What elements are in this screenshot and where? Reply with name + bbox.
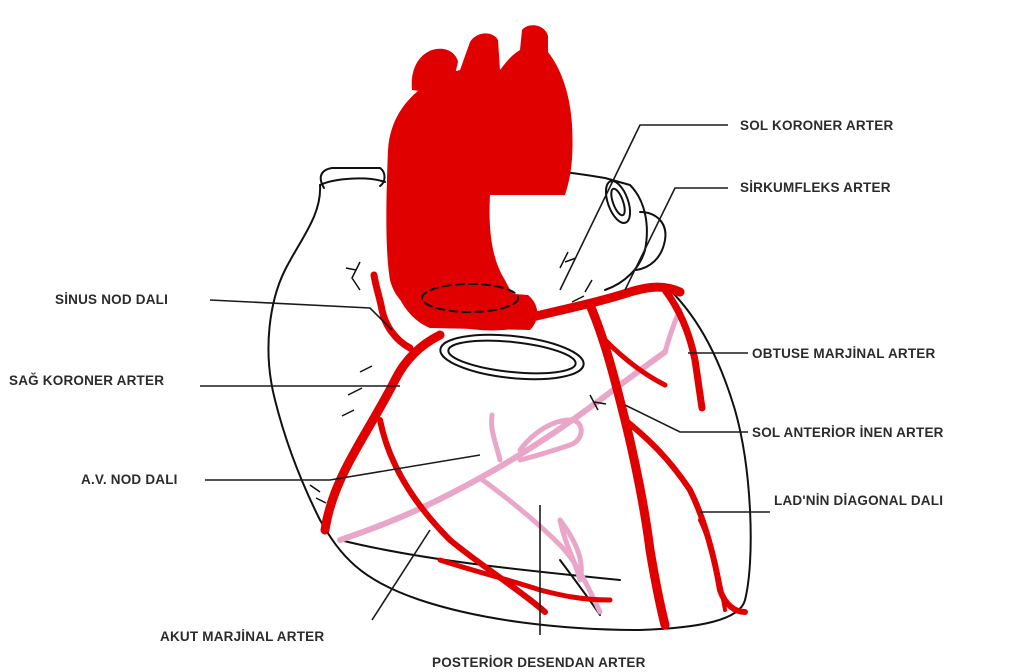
label-lad-diagonal-dali: LAD'NİN DİAGONAL DALI [774,493,943,508]
label-posterior-desendan-arter: POSTERİOR DESENDAN ARTER [432,655,646,670]
label-sirkumfleks-arter: SİRKUMFLEKS ARTER [740,180,891,195]
label-obtuse-marjinal-arter: OBTUSE MARJİNAL ARTER [752,346,936,361]
label-sol-koroner-arter: SOL KORONER ARTER [740,118,893,133]
left-main-circumflex [520,287,680,320]
ivc-ring-inner [447,335,577,378]
ivc-ring-outer [438,329,586,386]
leader-sirkumfleks [625,188,728,290]
vein-branch-upper [492,415,500,460]
twig-6 [310,485,326,503]
twig-2 [342,366,372,416]
coronary-arteries [325,275,745,625]
heart-body-outline [268,185,750,630]
label-akut-marjinal-arter: AKUT MARJİNAL ARTER [160,629,324,644]
twig-4 [572,280,592,302]
twig-1 [346,262,360,290]
leader-akut-marjinal [372,530,430,620]
heart-outline [268,168,750,630]
label-sag-koroner-arter: SAĞ KORONER ARTER [9,373,164,388]
aortic-root [395,285,537,330]
vein-branch-loop [520,420,581,460]
label-av-nod-dali: A.V. NOD DALI [81,472,178,487]
obtuse-marginal-artery [665,290,702,408]
label-sinus-nod-dali: SİNUS NOD DALI [55,292,168,307]
left-anterior-descending [590,305,665,625]
aorta-branch-left [412,49,458,95]
right-atrium-outline [320,178,385,185]
leader-sol-anterior [625,405,748,432]
twig-3 [560,252,576,268]
aorta [386,25,572,330]
label-sol-anterior-inen-arter: SOL ANTERİOR İNEN ARTER [752,425,944,440]
leader-sinus-nod [210,300,392,330]
